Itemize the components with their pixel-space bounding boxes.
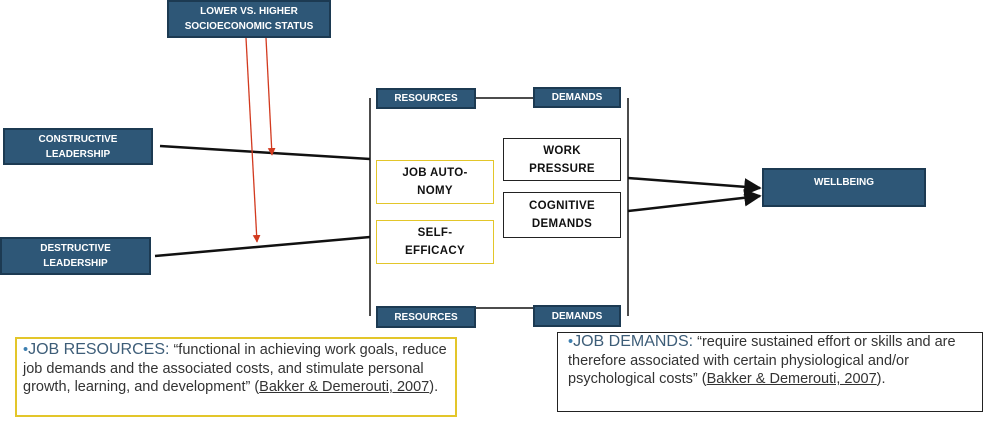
work-pressure-line2: PRESSURE (529, 162, 595, 175)
ses-moderator-arrow-upper (265, 37, 276, 156)
job-resources-citation: Bakker & Demerouti, 2007 (259, 379, 430, 395)
wellbeing-text: WELLBEING (814, 177, 874, 188)
self-efficacy-line2: EFFICACY (405, 245, 465, 257)
self-efficacy-line1: SELF- (417, 227, 453, 239)
destructive-label-line2: LEADERSHIP (43, 258, 108, 269)
demands-top-label: DEMANDS (533, 87, 621, 108)
constructive-label-line1: CONSTRUCTIVE (38, 133, 118, 145)
constructive-label-line2: LEADERSHIP (45, 148, 111, 160)
job-autonomy-line1: JOB AUTO- (402, 167, 468, 179)
ses-node: LOWER VS. HIGHER SOCIOECONOMIC STATUS (167, 0, 331, 38)
destructive-label-line1: DESTRUCTIVE (40, 243, 111, 254)
work-pressure-line1: WORK (543, 144, 581, 157)
job-resources-definition: “functional in achieving work goals, red… (23, 342, 447, 395)
resources-top-text: RESOURCES (394, 93, 458, 104)
resources-bottom-label: RESOURCES (376, 306, 476, 328)
work-pressure-to-wellbeing-arrow (627, 176, 762, 196)
work-pressure-box: WORK PRESSURE (503, 138, 621, 181)
job-autonomy-line2: NOMY (417, 185, 453, 197)
cognitive-to-wellbeing-arrow (627, 189, 762, 213)
job-demands-definition: “require sustained effort or skills and … (568, 334, 956, 387)
destructive-leadership-node: DESTRUCTIVE LEADERSHIP (0, 237, 151, 275)
job-autonomy-box: JOB AUTO- NOMY (376, 160, 494, 204)
job-demands-bullet: • (568, 334, 574, 350)
demands-bottom-label: DEMANDS (533, 305, 621, 327)
self-efficacy-box: SELF- EFFICACY (376, 220, 494, 264)
destructive-to-frame-line (154, 235, 371, 258)
constructive-to-frame-line (159, 144, 371, 161)
cognitive-demands-box: COGNITIVE DEMANDS (503, 192, 621, 238)
ses-label-line1: LOWER VS. HIGHER (200, 6, 298, 17)
ses-label-line2: SOCIOECONOMIC STATUS (184, 21, 314, 32)
job-demands-tail: ). (876, 371, 886, 387)
cognitive-demands-line2: DEMANDS (531, 218, 593, 230)
demands-top-text: DEMANDS (551, 92, 603, 103)
demands-bottom-text: DEMANDS (551, 310, 603, 322)
resources-bottom-text: RESOURCES (394, 311, 458, 323)
job-demands-note: •JOB DEMANDS: “require sustained effort … (557, 332, 983, 412)
job-resources-tail: ). (429, 379, 439, 395)
job-resources-bullet: • (23, 342, 29, 358)
job-resources-term: JOB RESOURCES: (28, 341, 170, 358)
job-demands-citation: Bakker & Demerouti, 2007 (706, 371, 877, 387)
job-demands-term: JOB DEMANDS: (573, 333, 694, 350)
ses-moderator-arrow-lower (245, 37, 261, 243)
cognitive-demands-line1: COGNITIVE (529, 200, 595, 212)
resources-top-label: RESOURCES (376, 88, 476, 109)
wellbeing-node: WELLBEING (762, 168, 926, 207)
constructive-leadership-node: CONSTRUCTIVE LEADERSHIP (3, 128, 153, 165)
job-resources-note: •JOB RESOURCES: “functional in achieving… (15, 337, 457, 417)
